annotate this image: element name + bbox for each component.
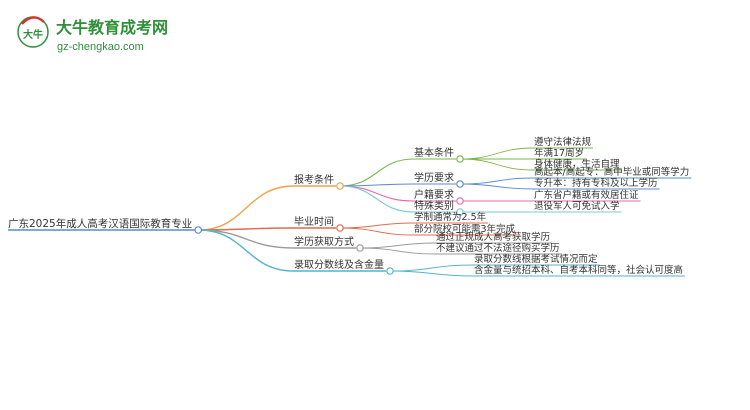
leaf-1-2-1[interactable]: 高起本/高起专：高中毕业或同等学力 bbox=[534, 166, 689, 178]
leaf-3-2[interactable]: 不建议通过不法途径购买学历 bbox=[436, 242, 560, 254]
logo-url: gz-chengkao.com bbox=[57, 41, 144, 53]
branch-topic-4[interactable]: 录取分数线及含金量 bbox=[294, 258, 384, 271]
leaf-4-2[interactable]: 含金量与统招本科、自考本科同等，社会认可度高 bbox=[474, 264, 683, 276]
sub-topic-1-3[interactable]: 户籍要求 bbox=[414, 188, 454, 201]
connector-sub-topic-1-2 bbox=[339, 183, 456, 187]
node-dot-branch-topic-1[interactable] bbox=[336, 182, 344, 190]
connector-leaf-1-2-2 bbox=[459, 183, 660, 190]
connector-leaf-4-2 bbox=[389, 270, 686, 277]
branch-topic-3[interactable]: 学历获取方式 bbox=[294, 235, 354, 248]
connector-sub-topic-1-1 bbox=[339, 158, 456, 187]
topic-nodes: 广东2025年成人高考汉语国际教育专业 报考条件 基本条件 遵守法律法规 年满1… bbox=[8, 136, 689, 276]
leaf-1-1-1[interactable]: 遵守法律法规 bbox=[534, 136, 592, 148]
leaf-1-2-2[interactable]: 专升本：持有专科及以上学历 bbox=[534, 177, 658, 189]
leaf-2-1[interactable]: 学制通常为2.5年 bbox=[414, 211, 487, 223]
node-dot-root[interactable] bbox=[194, 226, 203, 234]
connector-branch-topic-2 bbox=[198, 227, 336, 231]
node-dot-sub-topic-1-3[interactable] bbox=[456, 197, 464, 205]
leaf-4-1[interactable]: 录取分数线根据考试情况而定 bbox=[474, 253, 598, 265]
sub-topic-1-4[interactable]: 特殊类别 bbox=[414, 199, 454, 212]
sub-topic-1-2[interactable]: 学历要求 bbox=[414, 171, 454, 184]
sub-topic-1-1[interactable]: 基本条件 bbox=[414, 146, 454, 159]
connector-branch-topic-3 bbox=[198, 229, 356, 249]
leaf-1-4-1[interactable]: 退役军人可免试入学 bbox=[534, 200, 620, 212]
logo-swoosh-icon bbox=[21, 16, 45, 25]
branch-topic-1[interactable]: 报考条件 bbox=[294, 173, 334, 186]
connector-sub-topic-1-4 bbox=[339, 185, 456, 213]
leaf-3-1[interactable]: 通过正规成人高考获取学历 bbox=[436, 231, 550, 243]
connector-leaf-3-2 bbox=[359, 247, 562, 255]
leaf-2-2[interactable]: 部分院校可能需3年完成 bbox=[414, 223, 516, 235]
leaf-1-3-1[interactable]: 广东省户籍或有效居住证 bbox=[534, 189, 639, 201]
connector-leaf-1-1-3 bbox=[459, 158, 622, 171]
logo-glyph: 大牛 bbox=[23, 28, 43, 41]
node-dot-sub-topic-1-1[interactable] bbox=[456, 155, 464, 163]
branch-topic-2[interactable]: 毕业时间 bbox=[294, 215, 334, 228]
leaf-1-1-2[interactable]: 年满17周岁 bbox=[534, 147, 584, 159]
logo-title: 大牛教育成考网 bbox=[56, 18, 168, 37]
node-dot-sub-topic-1-4[interactable] bbox=[456, 208, 464, 216]
connector-leaf-2-1 bbox=[339, 222, 489, 229]
connector-leaf-4-1 bbox=[389, 264, 600, 272]
node-dot-branch-topic-4[interactable] bbox=[386, 267, 394, 275]
connector-leaf-2-2 bbox=[339, 227, 518, 236]
leaf-1-1-3[interactable]: 身体健康，生活自理 bbox=[534, 158, 620, 170]
node-dot-branch-topic-3[interactable] bbox=[356, 244, 364, 252]
node-dot-sub-topic-1-2[interactable] bbox=[456, 180, 464, 188]
node-dot-branch-topic-2[interactable] bbox=[336, 224, 344, 232]
root-topic[interactable]: 广东2025年成人高考汉语国际教育专业 bbox=[8, 217, 192, 230]
site-logo[interactable]: 大牛 大牛教育成考网 gz-chengkao.com bbox=[17, 16, 168, 53]
connector-branch-topic-4 bbox=[198, 229, 386, 272]
connector-branch-topic-1 bbox=[198, 185, 336, 231]
connector-lines bbox=[8, 147, 692, 277]
